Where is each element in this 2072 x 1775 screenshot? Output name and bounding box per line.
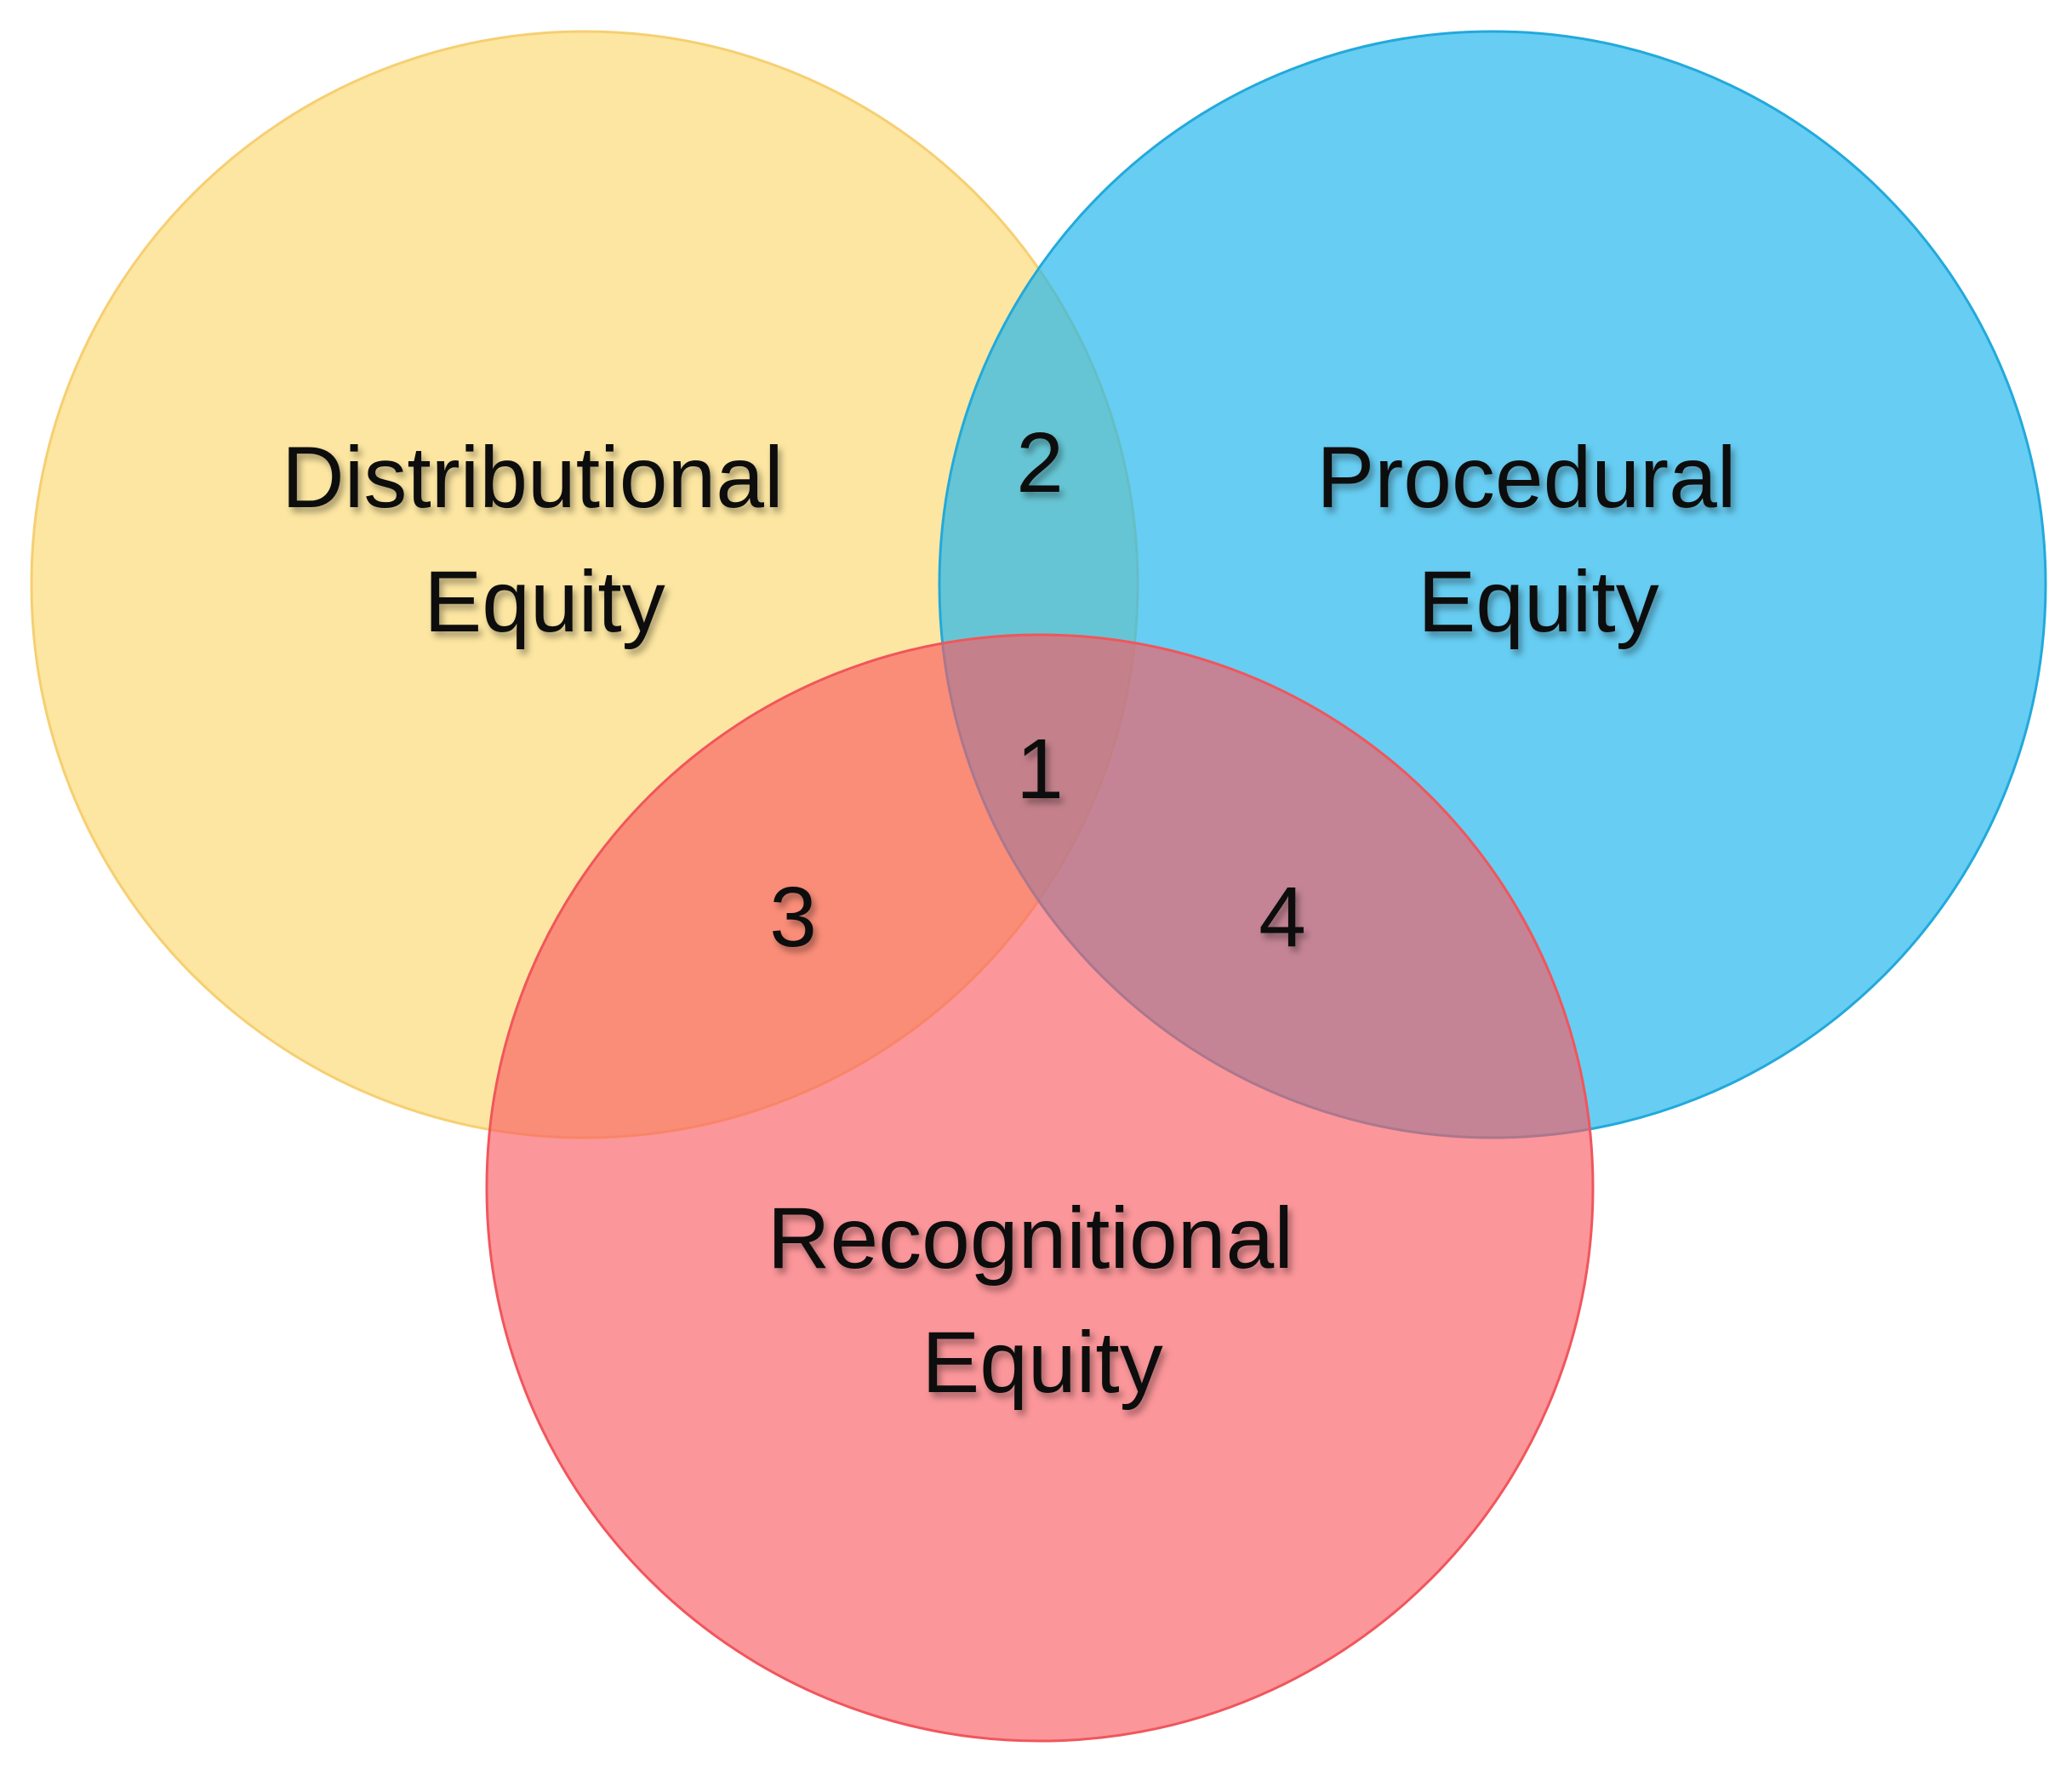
recognitional-label-line1: Recognitional (768, 1190, 1293, 1287)
recognitional-equity-label: Recognitional Equity (768, 1190, 1317, 1411)
distributional-label-line2: Equity (424, 553, 665, 650)
region-label-4: 4 (1259, 870, 1306, 965)
procedural-equity-label: Procedural Equity (1316, 429, 1761, 650)
procedural-label-line1: Procedural (1316, 429, 1736, 526)
distributional-equity-label: Distributional Equity (282, 429, 808, 650)
region-label-1: 1 (1016, 722, 1064, 817)
recognitional-equity-circle (485, 633, 1595, 1743)
distributional-label-line1: Distributional (282, 429, 784, 526)
recognitional-label-line2: Equity (922, 1314, 1163, 1411)
procedural-label-line2: Equity (1418, 553, 1659, 650)
region-label-3: 3 (769, 870, 817, 965)
region-label-2: 2 (1016, 415, 1064, 511)
